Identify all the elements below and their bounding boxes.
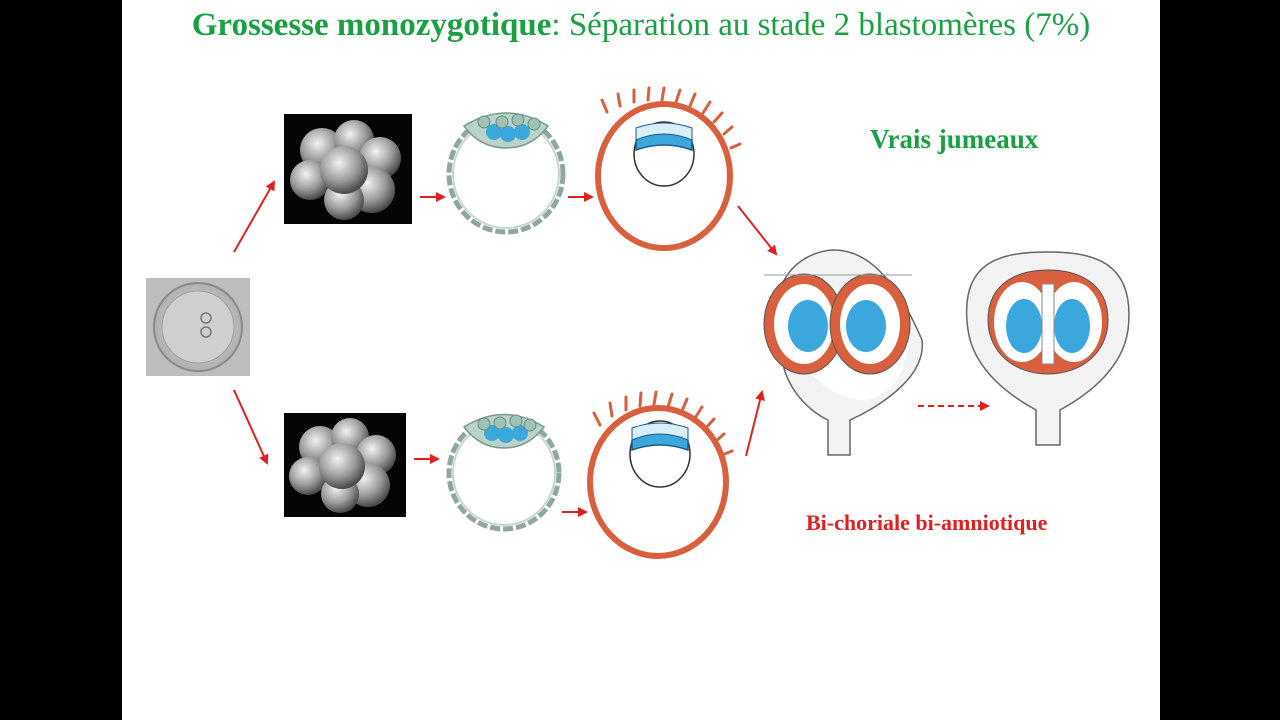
twin-uterus-separate [763, 249, 923, 456]
development-diagram [146, 86, 1130, 559]
zygote-image [146, 278, 250, 376]
arrow-zygote-to-top [233, 180, 275, 253]
arrow-zygote-to-bottom [233, 389, 269, 465]
title-rest: : Séparation au stade 2 blastomères (7%) [551, 7, 1091, 43]
arrow-chorion-top-to-uterus [737, 205, 778, 256]
blastocyst-top [446, 112, 566, 235]
twin-uterus-fused [965, 251, 1130, 446]
slide-title: Grossesse monozygotique: Séparation au s… [122, 6, 1160, 44]
title-bold: Grossesse monozygotique [191, 7, 552, 43]
chorion-bottom [587, 390, 734, 559]
slide: Grossesse monozygotique: Séparation au s… [122, 0, 1160, 720]
chorion-top [595, 86, 742, 251]
arrows [233, 180, 990, 517]
morula-image-bottom [284, 413, 406, 517]
blastocyst-bottom [446, 413, 562, 532]
morula-image-top [284, 114, 412, 224]
label-bichorial: Bi-choriale bi-amniotique [806, 510, 1048, 535]
label-true-twins: Vrais jumeaux [870, 124, 1039, 154]
arrow-chorion-bottom-to-uterus [745, 390, 765, 457]
